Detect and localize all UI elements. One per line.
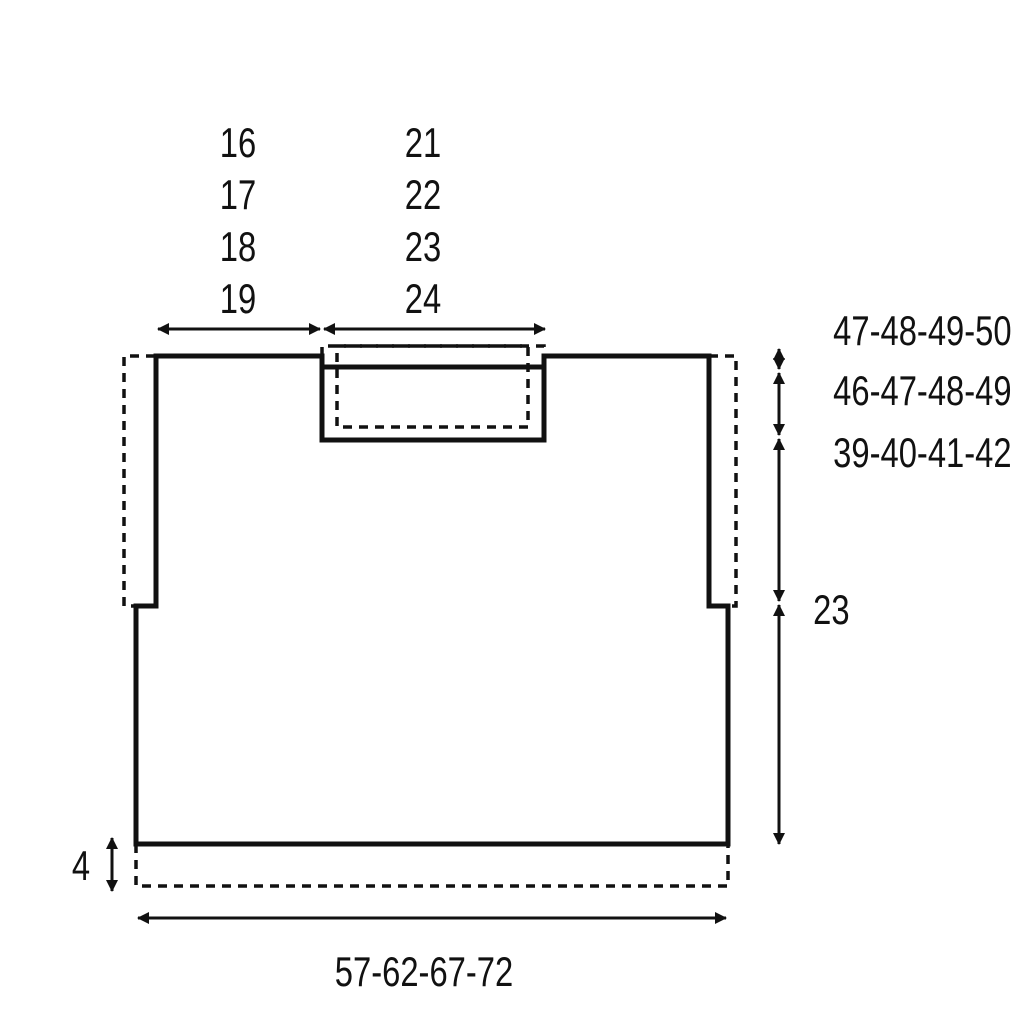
hem-depth-label: 4 xyxy=(72,842,90,889)
neck-width-label-1: 21 xyxy=(405,119,441,166)
neck-width-label-4: 24 xyxy=(405,275,441,322)
shoulder-width-label-4: 19 xyxy=(220,275,256,322)
neck-width-label-3: 23 xyxy=(405,223,441,270)
total-height-label: 47-48-49-50 xyxy=(833,307,1011,354)
armhole-height-label: 39-40-41-42 xyxy=(833,429,1011,476)
hem-dashed-outline xyxy=(134,844,730,888)
body-width-label: 57-62-67-72 xyxy=(335,948,513,995)
neck-width-label-2: 22 xyxy=(405,171,441,218)
right-armhole-dashed-outline xyxy=(709,354,738,608)
shoulder-width-label-1: 16 xyxy=(220,119,256,166)
shoulder-width-label-2: 17 xyxy=(220,171,256,218)
shoulder-width-label-3: 18 xyxy=(220,223,256,270)
neck-depth-label: 46-47-48-49 xyxy=(833,367,1011,414)
neck-dashed-outline-inner xyxy=(335,344,530,429)
body-outline xyxy=(133,353,731,847)
body-height-label: 23 xyxy=(813,586,849,633)
left-armhole-dashed-outline xyxy=(122,354,155,608)
